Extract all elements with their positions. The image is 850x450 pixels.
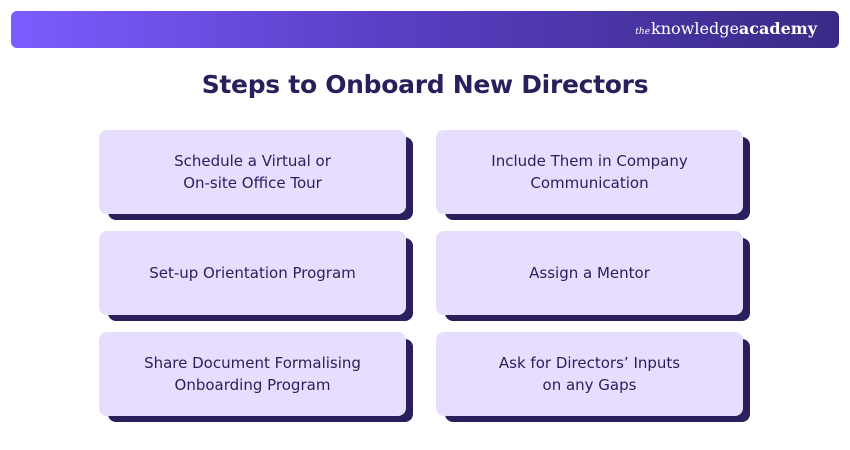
step-card-face: Ask for Directors’ Inputs on any Gaps: [436, 332, 743, 416]
step-card-label: Share Document Formalising Onboarding Pr…: [144, 352, 361, 396]
step-card-face: Assign a Mentor: [436, 231, 743, 315]
step-card-face: Include Them in Company Communication: [436, 130, 743, 214]
step-card-line: Onboarding Program: [174, 376, 331, 394]
step-card-share-document: Share Document Formalising Onboarding Pr…: [99, 332, 413, 422]
step-card-assign-mentor: Assign a Mentor: [436, 231, 750, 321]
brand-logo-prefix: the: [635, 27, 651, 37]
step-card-office-tour: Schedule a Virtual or On-site Office Tou…: [99, 130, 413, 220]
step-card-line: Assign a Mentor: [529, 264, 650, 282]
header-banner: theknowledgeacademy: [11, 11, 839, 48]
step-card-line: on any Gaps: [542, 376, 637, 394]
step-card-label: Assign a Mentor: [529, 262, 650, 284]
step-card-line: Schedule a Virtual or: [174, 152, 331, 170]
step-card-line: Include Them in Company: [491, 152, 688, 170]
page-title: Steps to Onboard New Directors: [201, 70, 649, 99]
step-card-line: Communication: [530, 174, 649, 192]
step-card-directors-inputs: Ask for Directors’ Inputs on any Gaps: [436, 332, 750, 422]
step-card-orientation-program: Set-up Orientation Program: [99, 231, 413, 321]
step-card-face: Set-up Orientation Program: [99, 231, 406, 315]
step-card-label: Include Them in Company Communication: [491, 150, 687, 194]
step-card-line: Set-up Orientation Program: [149, 264, 356, 282]
step-card-face: Schedule a Virtual or On-site Office Tou…: [99, 130, 406, 214]
step-card-line: Share Document Formalising: [144, 354, 361, 372]
step-card-line: Ask for Directors’ Inputs: [498, 354, 681, 372]
brand-logo: theknowledgeacademy: [635, 19, 817, 42]
step-card-line: On-site Office Tour: [183, 174, 322, 192]
step-card-face: Share Document Formalising Onboarding Pr…: [99, 332, 406, 416]
step-card-label: Schedule a Virtual or On-site Office Tou…: [174, 150, 331, 194]
step-card-company-communication: Include Them in Company Communication: [436, 130, 750, 220]
step-card-label: Set-up Orientation Program: [149, 262, 356, 284]
brand-logo-word-academy: academy: [738, 19, 817, 38]
step-card-label: Ask for Directors’ Inputs on any Gaps: [499, 352, 680, 396]
brand-logo-word-knowledge: knowledge: [651, 19, 739, 38]
